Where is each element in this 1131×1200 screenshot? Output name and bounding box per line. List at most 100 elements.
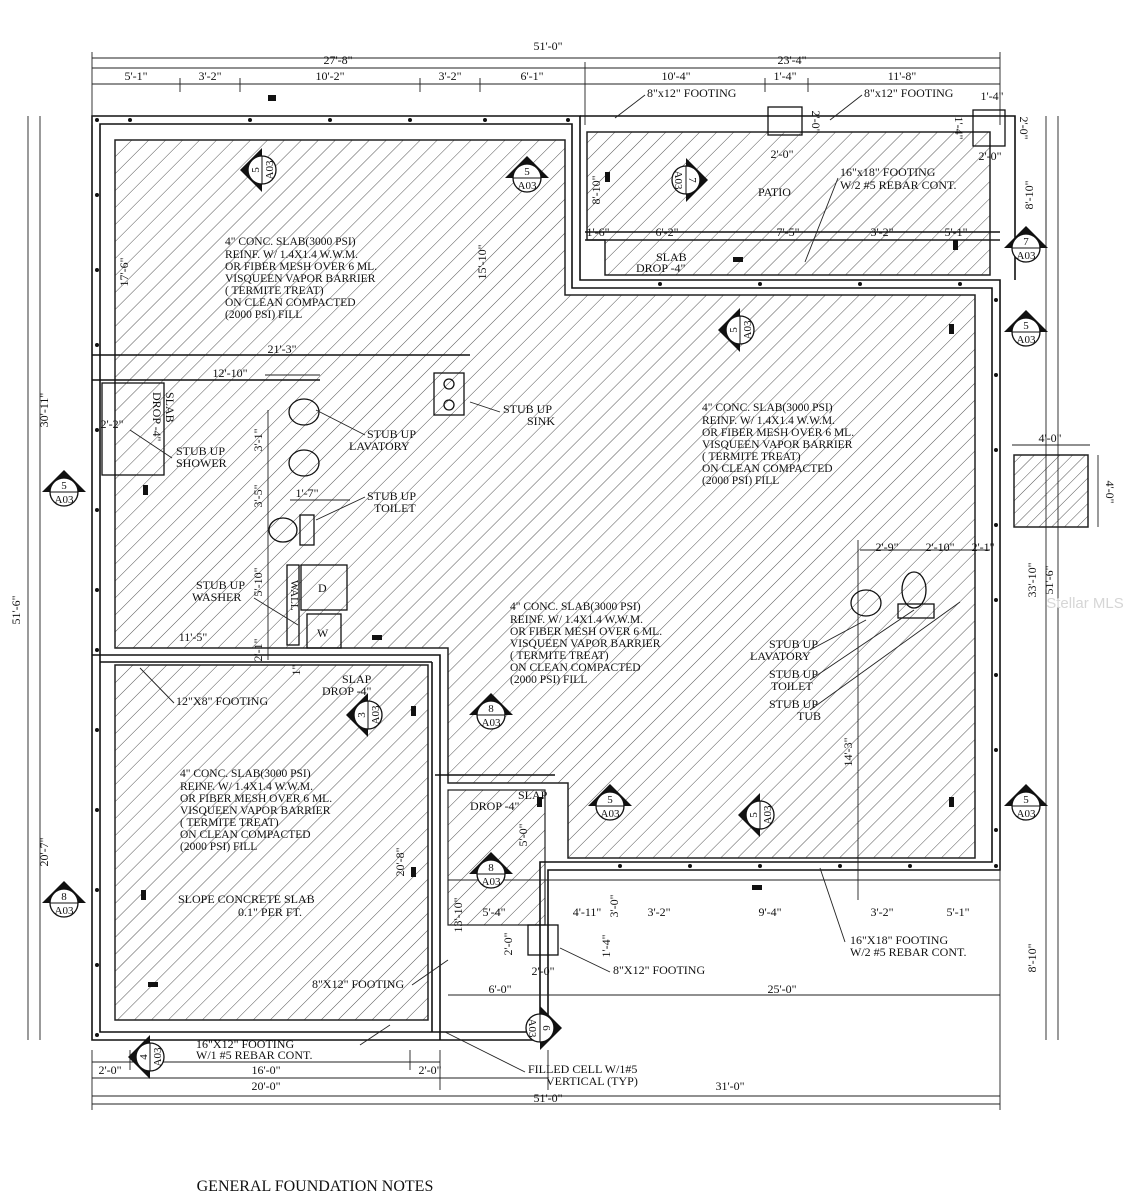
slab-note-line: REINF. W/ 1.4X1.4 W.W.M. bbox=[180, 781, 313, 793]
dim-patio-lower-1: 1'-6" bbox=[586, 225, 609, 239]
dim-mid-12-10: 12'-10" bbox=[212, 366, 247, 380]
slab-note-line: VISQUEEN VAPOR BARRIER bbox=[180, 805, 331, 817]
slab-note-line: ON CLEAN COMPACTED bbox=[702, 463, 833, 475]
label-patio: PATIO bbox=[758, 185, 791, 199]
dim-top-total: 51'-0" bbox=[533, 39, 562, 53]
slab-note-line: OR FIBER MESH OVER 6 ML. bbox=[180, 793, 332, 805]
section-tag-number: 8 bbox=[61, 891, 67, 903]
section-tag-sheet: A03 bbox=[601, 808, 620, 820]
dim-mid-2-1: 2'-1" bbox=[251, 638, 265, 661]
dim-lower-3-2b: 3'-2" bbox=[870, 905, 893, 919]
slab-note-line: ( TERMITE TREAT) bbox=[510, 650, 609, 662]
section-tag-sheet: A03 bbox=[518, 180, 537, 192]
label-footing-16x12-2: W/1 #5 REBAR CONT. bbox=[196, 1048, 312, 1062]
section-tag-sheet: A03 bbox=[264, 160, 276, 179]
dim-lower-20-8: 20'-8" bbox=[393, 847, 407, 876]
wall-stubs bbox=[141, 95, 958, 987]
slab-note-line: ( TERMITE TREAT) bbox=[180, 817, 279, 829]
dim-patio-depth: 8'-10" bbox=[589, 175, 603, 204]
plan-labels: 8"x12" FOOTING 8"x12" FOOTING 16"x18" FO… bbox=[150, 86, 966, 1088]
dim-right-4-0-top: 4'-0" bbox=[1038, 431, 1061, 445]
dim-patio-depth-right: 8'-10" bbox=[1022, 180, 1036, 209]
label-stub-toilet-2: TOILET bbox=[374, 501, 416, 515]
rebar-dots bbox=[95, 118, 998, 1037]
slab-note-line: ON CLEAN COMPACTED bbox=[180, 829, 311, 841]
section-tag-number: 5 bbox=[61, 480, 67, 492]
slab-hatch bbox=[114, 131, 1089, 1021]
dim-lower-5-0: 5'-0" bbox=[516, 823, 530, 846]
label-stub-lavatory-2: LAVATORY bbox=[349, 439, 410, 453]
label-footing-16x18-1: 16"X18" FOOTING bbox=[850, 933, 948, 947]
dim-top-seg-4: 3'-2" bbox=[438, 69, 461, 83]
dim-right-33-10: 33'-10" bbox=[1025, 562, 1039, 597]
label-stub-sink-2: SINK bbox=[527, 414, 555, 428]
dim-mid-1: 1" bbox=[289, 664, 303, 675]
label-slap-drop-garage-1: SLAP bbox=[342, 672, 372, 686]
dim-lower-9-4: 9'-4" bbox=[758, 905, 781, 919]
dim-lower-3-2a: 3'-2" bbox=[647, 905, 670, 919]
slab-note-line: ( TERMITE TREAT) bbox=[702, 451, 801, 463]
dim-pad-1-4b: 1'-4" bbox=[952, 116, 966, 139]
dim-lower-25-0: 25'-0" bbox=[767, 982, 796, 996]
slab-note-line: 4" CONC. SLAB(3000 PSI) bbox=[180, 768, 311, 780]
dim-lower-2-0b: 2'-0" bbox=[531, 964, 554, 978]
label-stub-lavatory-1: STUB UP bbox=[367, 427, 416, 441]
slab-note-1: 4" CONC. SLAB(3000 PSI) REINF. W/ 1.4X1.… bbox=[225, 236, 377, 321]
dim-patio-lower-4: 3'-2" bbox=[870, 225, 893, 239]
dim-right-51-6: 51'-6" bbox=[1042, 565, 1056, 594]
section-tag-sheet: A03 bbox=[370, 705, 382, 724]
dim-top-right-group: 23'-4" bbox=[777, 53, 806, 67]
label-stub-bath2-3: STUB UP bbox=[769, 667, 818, 681]
label-stub-sink-1: STUB UP bbox=[503, 402, 552, 416]
dim-patio-lower-2: 6'-2" bbox=[655, 225, 678, 239]
dim-bath-2-1: 2'-1" bbox=[971, 540, 994, 554]
section-tag-number: 8 bbox=[488, 862, 494, 874]
section-tag-number: 7 bbox=[686, 177, 698, 183]
label-footing-patio-2: W/2 #5 REBAR CONT. bbox=[840, 178, 956, 192]
section-tag-sheet: A03 bbox=[1017, 808, 1036, 820]
label-footing-top-left: 8"x12" FOOTING bbox=[647, 86, 737, 100]
dim-top-seg-2: 3'-2" bbox=[198, 69, 221, 83]
dim-bottom-2-0-right: 2'-0" bbox=[418, 1063, 441, 1077]
label-stub-washer-2: WASHER bbox=[192, 590, 241, 604]
dim-mid-1-7: 1'-7" bbox=[295, 486, 318, 500]
dim-bottom-2-0-left: 2'-0" bbox=[98, 1063, 121, 1077]
label-slab-drop-shower-2: DROP -4" bbox=[150, 392, 164, 442]
label-dryer: D bbox=[318, 581, 327, 595]
slab-note-line: VISQUEEN VAPOR BARRIER bbox=[702, 439, 853, 451]
label-footing-16x18-2: W/2 #5 REBAR CONT. bbox=[850, 945, 966, 959]
dim-bottom-total: 51'-0" bbox=[533, 1091, 562, 1105]
section-tag-number: 8 bbox=[488, 703, 494, 715]
section-tag-sheet: A03 bbox=[1017, 250, 1036, 262]
section-tag-number: 5 bbox=[524, 166, 530, 178]
label-footing-8x12-b: 8"X12" FOOTING bbox=[613, 963, 705, 977]
dim-pad-2-0-a: 2'-0" bbox=[770, 147, 793, 161]
dim-mid-3-5: 3'-5" bbox=[251, 484, 265, 507]
section-tag-number: 5 bbox=[1023, 794, 1029, 806]
slab-note-line: 4" CONC. SLAB(3000 PSI) bbox=[225, 236, 356, 248]
dim-patio-seg-1: 10'-4" bbox=[661, 69, 690, 83]
plumbing-fixtures bbox=[101, 106, 1006, 956]
dim-patio-lower-3: 7'-5" bbox=[776, 225, 799, 239]
slab-note-line: VISQUEEN VAPOR BARRIER bbox=[225, 273, 376, 285]
label-footing-8x12-a: 8"X12" FOOTING bbox=[312, 977, 404, 991]
section-tag-sheet: A03 bbox=[482, 717, 501, 729]
dim-top-seg-3: 10'-2" bbox=[315, 69, 344, 83]
label-slope-1: SLOPE CONCRETE SLAB bbox=[178, 892, 315, 906]
dimension-texts: 51'-0" 27'-8" 23'-4" 5'-1" 3'-2" 10'-2" … bbox=[9, 39, 1117, 1105]
section-tag-number: 5 bbox=[1023, 320, 1029, 332]
section-tag-sheet: A03 bbox=[1017, 334, 1036, 346]
label-stub-washer-1: STUB UP bbox=[196, 578, 245, 592]
dim-mid-11-5: 11'-5" bbox=[179, 630, 208, 644]
dim-lower-4-11: 4'-11" bbox=[573, 905, 602, 919]
label-stub-toilet-1: STUB UP bbox=[367, 489, 416, 503]
watermark: Stellar MLS bbox=[1046, 595, 1124, 612]
slab-note-line: (2000 PSI) FILL bbox=[180, 841, 257, 853]
